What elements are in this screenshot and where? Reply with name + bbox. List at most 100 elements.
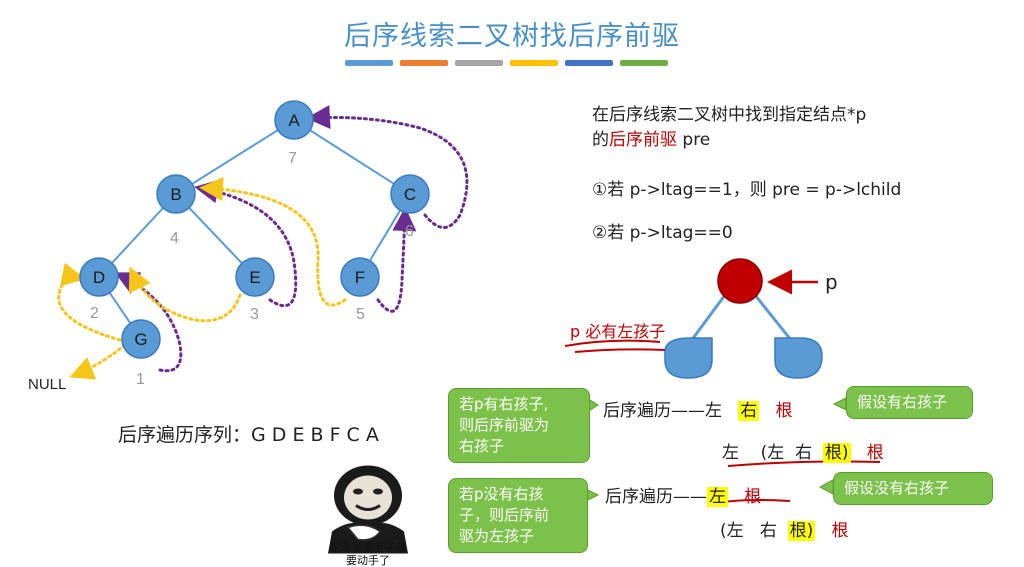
scribble-under-p-has-left-2 bbox=[574, 348, 666, 353]
node-e bbox=[235, 257, 275, 297]
null-label: NULL bbox=[28, 376, 66, 393]
bubble-has-right: 若p有右孩子, 则后序前驱为 右孩子 bbox=[448, 388, 590, 463]
bubble-no-right-l3: 驱为左孩子 bbox=[459, 527, 535, 545]
order1-e-sub-left: (左 bbox=[760, 443, 785, 463]
order2-left: 左 bbox=[707, 487, 728, 507]
order-f: 5 bbox=[356, 306, 365, 323]
order2-e-sub-left: (左 bbox=[720, 521, 744, 541]
node-a bbox=[274, 100, 314, 140]
p-right-child bbox=[774, 337, 823, 379]
stripe-5 bbox=[565, 60, 613, 66]
node-label-d: D bbox=[93, 268, 105, 287]
panda-meme-image bbox=[328, 465, 408, 554]
p-left-edge bbox=[686, 294, 727, 346]
node-b bbox=[156, 174, 196, 214]
order-d: 2 bbox=[90, 305, 99, 322]
p-subtree bbox=[664, 258, 823, 379]
edge-a-b bbox=[175, 119, 295, 195]
node-c bbox=[390, 174, 430, 214]
bubble-has-right-l3: 右孩子 bbox=[459, 437, 505, 455]
scribble-under-line2 bbox=[727, 460, 881, 467]
case-1: ①若 p->ltag==1，则 pre = p->lchild bbox=[592, 180, 902, 200]
thread-e-b bbox=[194, 179, 298, 308]
order-c: 6 bbox=[405, 223, 414, 240]
thread-c-a bbox=[306, 105, 469, 229]
order1-e-left: 左 bbox=[722, 443, 739, 463]
order2-row: 后序遍历——左 根 bbox=[605, 482, 761, 507]
order1-root: 根 bbox=[775, 401, 793, 421]
thread-d-left bbox=[57, 262, 122, 342]
order2-label: 后序遍历—— bbox=[605, 487, 707, 507]
order1-left: 左 bbox=[705, 401, 722, 421]
node-labels: A B C D E F G bbox=[93, 111, 416, 349]
p-right-edge bbox=[753, 294, 797, 346]
bubble-has-right-l1: 若p有右孩子, bbox=[459, 395, 549, 413]
bubble-has-right-l2: 则后序前驱为 bbox=[459, 416, 550, 434]
sequence-value: G D E B F C A bbox=[251, 424, 379, 446]
desc-line2: 的后序前驱 pre bbox=[592, 125, 710, 150]
order1-e-sub-right: 右 bbox=[795, 443, 813, 463]
meme-caption-l1: 说着说着老子就 bbox=[329, 541, 407, 554]
order2-e-root: 根 bbox=[831, 521, 849, 541]
traversal-sequence: 后序遍历序列：G D E B F C A bbox=[118, 420, 379, 447]
bubble-no-right-l1: 若p没有右孩 bbox=[459, 485, 544, 503]
node-g bbox=[121, 319, 161, 359]
meme-caption-l2: 要动手了 bbox=[346, 554, 390, 567]
sequence-label: 后序遍历序列： bbox=[118, 424, 252, 446]
tree-nodes bbox=[79, 100, 430, 359]
order1-label: 后序遍历—— bbox=[603, 401, 705, 421]
bubble-no-right-l2: 子，则后序前 bbox=[459, 506, 550, 524]
order-b: 4 bbox=[170, 230, 179, 247]
node-label-g: G bbox=[134, 330, 147, 349]
stripe-6 bbox=[620, 60, 668, 66]
stripe-3 bbox=[455, 60, 503, 66]
tree-threads bbox=[57, 105, 469, 380]
thread-g-null bbox=[69, 343, 127, 380]
order-a: 7 bbox=[288, 150, 297, 167]
order-g: 1 bbox=[136, 371, 145, 388]
node-label-a: A bbox=[288, 111, 300, 130]
node-d bbox=[79, 257, 119, 297]
order2-root: 根 bbox=[744, 487, 762, 507]
thread-f-c bbox=[376, 207, 417, 313]
desc-line1: 在后序线索二叉树中找到指定结点*p bbox=[592, 105, 867, 125]
p-has-left-label: p 必有左孩子 bbox=[570, 322, 666, 341]
order2-e-sub-right: 右 bbox=[759, 521, 777, 541]
stripe-2 bbox=[400, 60, 448, 66]
thread-f-b bbox=[199, 177, 347, 307]
order2-expanded: (左 右 根) 根 bbox=[720, 516, 849, 541]
edge-a-c bbox=[293, 119, 411, 195]
bubble-assume-no-right: 假设没有右孩子 bbox=[833, 472, 993, 505]
node-f bbox=[340, 257, 380, 297]
p-node bbox=[717, 258, 763, 304]
case-2: ②若 p->ltag==0 bbox=[592, 223, 733, 243]
order-e: 3 bbox=[250, 306, 259, 323]
order-numbers: 7 4 6 2 3 5 1 bbox=[90, 150, 414, 388]
p-label: p bbox=[825, 270, 838, 294]
thread-e-d bbox=[128, 266, 242, 323]
meme-caption: 说着说着老子就 要动手了 bbox=[308, 541, 428, 567]
order1-e-sub-root: 根) bbox=[822, 443, 851, 463]
stripe-4 bbox=[510, 60, 558, 66]
order2-e-sub-root: 根) bbox=[787, 521, 816, 541]
node-label-b: B bbox=[170, 185, 181, 204]
bubble-assume-right: 假设有右孩子 bbox=[846, 386, 973, 419]
order1-row: 后序遍历——左 右 根 bbox=[603, 396, 792, 421]
desc-line2-post: pre bbox=[677, 130, 711, 150]
page-title: 后序线索二叉树找后序前驱 bbox=[344, 21, 680, 52]
order1-e-root: 根 bbox=[866, 443, 884, 463]
desc-line2-red: 后序前驱 bbox=[609, 130, 677, 150]
tail-right1 bbox=[832, 397, 847, 411]
order1-right: 右 bbox=[738, 401, 760, 421]
scribble-under-p-has-left bbox=[564, 339, 661, 347]
node-label-e: E bbox=[249, 268, 260, 287]
stripe-1 bbox=[345, 60, 393, 66]
p-left-child bbox=[664, 337, 713, 379]
node-label-c: C bbox=[404, 185, 416, 204]
bubble-no-right: 若p没有右孩 子，则后序前 驱为左孩子 bbox=[448, 478, 588, 553]
desc-line2-pre: 的 bbox=[592, 130, 609, 150]
order1-expanded: 左 (左 右 根) 根 bbox=[722, 438, 884, 463]
tail-right2 bbox=[818, 479, 834, 495]
node-label-f: F bbox=[355, 268, 365, 287]
